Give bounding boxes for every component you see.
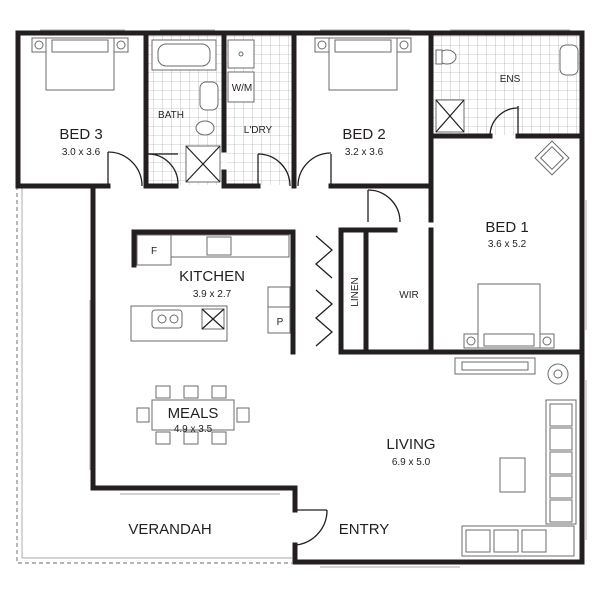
linen-label: LINEN [350,277,361,306]
room-labels: BED 3 3.0 x 3.6 BATH W/M L'DRY BED 2 3.2… [59,74,528,538]
entry-label: ENTRY [339,521,390,538]
ensuite-fixtures [435,44,579,133]
bed2-furniture [314,37,412,91]
meals-label: MEALS [168,405,219,422]
doors [107,106,519,546]
living-size: 6.9 x 5.0 [392,457,431,468]
kitchen-label: KITCHEN [179,268,245,285]
ensuite-label: ENS [500,74,521,85]
windows [40,29,587,568]
laundry-label: L'DRY [244,125,273,136]
walls [15,30,585,565]
meals-table [136,385,250,445]
pantry-label: P [277,317,284,328]
meals-size: 4.9 x 3.5 [174,424,213,435]
bed1-size: 3.6 x 5.2 [488,239,527,250]
bed2-size: 3.2 x 3.6 [345,147,384,158]
bed1-label: BED 1 [485,219,528,236]
bath-label: BATH [158,110,184,121]
wm-label: W/M [232,83,253,94]
fridge-label: F [151,246,157,257]
bed3-furniture [31,37,129,91]
living-label: LIVING [386,436,435,453]
bath-fixtures [151,39,221,183]
bed2-label: BED 2 [342,126,385,143]
living-furniture [454,357,577,557]
laundry-fixtures [227,39,255,103]
wir-label: WIR [399,290,418,301]
bed3-size: 3.0 x 3.6 [62,147,101,158]
kitchen-size: 3.9 x 2.7 [193,289,232,300]
verandah-label: VERANDAH [128,521,211,538]
verandah-outline [16,186,292,564]
bed3-label: BED 3 [59,126,102,143]
bed1-furniture [463,140,570,349]
kitchen-benches [130,234,291,342]
